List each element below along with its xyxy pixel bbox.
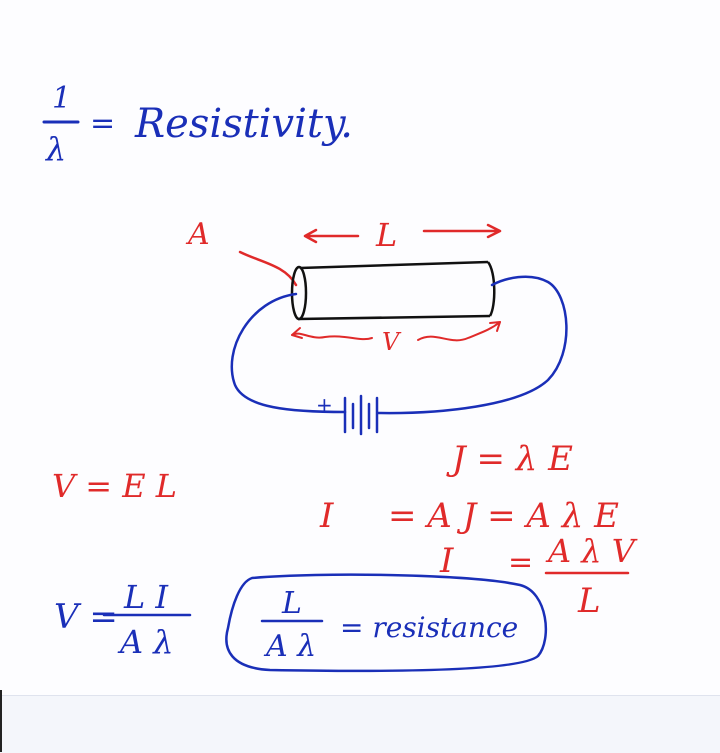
equation-v-denominator: A λ <box>117 623 174 661</box>
heading-denominator: λ <box>44 130 66 168</box>
length-arrow-right <box>422 223 502 239</box>
red-equations: V = E L J = λ E I = A J = A λ E I = A λ … <box>52 439 638 621</box>
equation-v-numerator: L I <box>123 578 169 616</box>
scan-left-edge <box>0 690 2 752</box>
resistance-denominator: A λ <box>263 629 316 664</box>
area-label: A <box>185 217 210 252</box>
resistivity-heading: 1 λ = Resistivity. <box>42 81 353 168</box>
equation-v-el: V = E L <box>52 467 177 505</box>
equation-j: J = λ E <box>446 439 573 479</box>
resistance-box-outline <box>225 573 548 673</box>
wire-right <box>376 275 568 415</box>
equation-i1-rhs: = A J = A λ E <box>388 496 619 536</box>
handwritten-notes: 1 λ = Resistivity. A L + <box>42 81 638 673</box>
voltage-arrow-right <box>417 321 501 342</box>
equation-v-lhs: V = <box>54 597 118 637</box>
blue-equations: V = L I A λ L A λ = resistance <box>54 573 548 673</box>
resistance-label: = resistance <box>340 611 518 644</box>
equation-i2-denominator: L <box>577 581 601 621</box>
voltage-label: V <box>382 328 402 356</box>
equation-i2-numerator: A λ V <box>545 532 638 570</box>
paper-sheet: 1 λ = Resistivity. A L + <box>42 81 638 673</box>
conductor-cylinder <box>290 260 496 321</box>
heading-numerator: 1 <box>52 81 71 116</box>
wire-left <box>230 292 347 414</box>
resistance-numerator: L <box>281 586 302 621</box>
scan-bottom-margin <box>0 695 720 753</box>
voltage-arrowhead-right <box>489 321 501 332</box>
conductor-diagram: A L + V <box>185 216 568 436</box>
battery-plus-sign: + <box>316 393 333 417</box>
equation-i1-lhs: I <box>319 496 334 536</box>
voltage-arrow-left <box>291 332 373 341</box>
area-pointer <box>238 250 298 287</box>
equation-i2-equals: = <box>508 545 533 580</box>
heading-word: Resistivity. <box>134 101 353 147</box>
equation-i2-lhs: I <box>439 541 454 581</box>
length-arrow-left <box>303 228 360 244</box>
heading-equals: = <box>90 106 115 141</box>
length-label: L <box>375 216 397 254</box>
voltage-arrowhead-left <box>291 327 303 339</box>
battery-symbol <box>343 394 379 436</box>
